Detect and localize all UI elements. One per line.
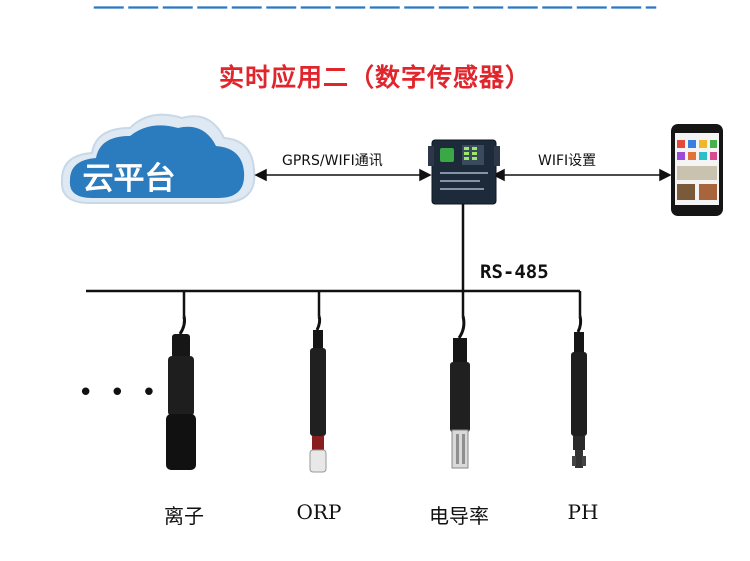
cloud-platform-icon: [60, 113, 256, 204]
sensor-label-ph: PH: [567, 500, 599, 524]
top-decorative-stripe: [93, 6, 657, 9]
link-arrow-left: [254, 168, 432, 182]
sensor-label-orp: ORP: [296, 500, 342, 524]
smartphone-icon: [671, 124, 723, 216]
ph-sensor-icon: [571, 315, 587, 468]
sensor-label-ion: 离子: [164, 504, 204, 528]
gprs-wifi-link-label: GPRS/WIFI通讯: [282, 153, 383, 169]
orp-sensor-icon: [309, 315, 327, 473]
wifi-setup-link-label: WIFI设置: [538, 153, 597, 169]
rs485-bus: [86, 204, 582, 316]
more-sensors-ellipsis: • • •: [78, 378, 161, 408]
cloud-platform-label: 云平台: [82, 161, 176, 197]
link-arrow-right: [492, 168, 672, 182]
ion-sensor-icon: [166, 315, 196, 470]
conductivity-sensor-icon: [450, 315, 470, 469]
page-title: 实时应用二（数字传感器）: [218, 63, 531, 92]
dtu-gateway-icon: [428, 139, 500, 205]
sensor-label-conductivity: 电导率: [429, 504, 489, 528]
rs485-bus-label: RS-485: [480, 261, 549, 283]
